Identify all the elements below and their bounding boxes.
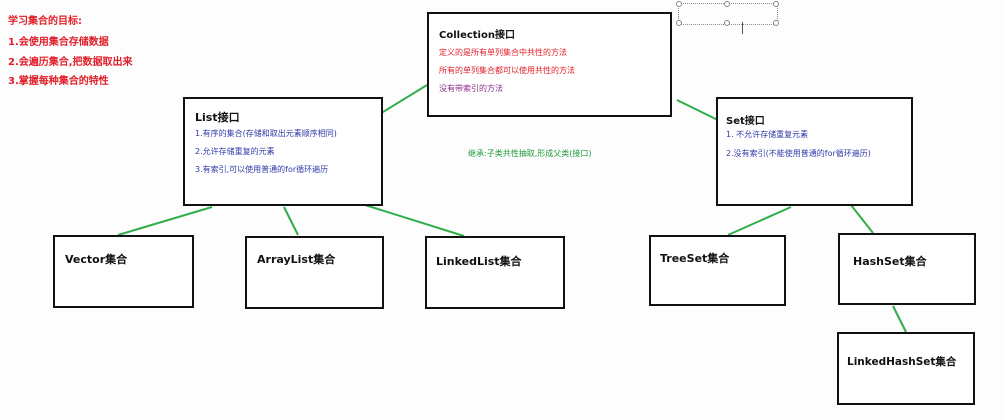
arraylist-label: ArrayList集合 [257, 253, 336, 266]
resize-handle-icon[interactable] [676, 20, 682, 26]
connector-set-hashset [850, 204, 874, 234]
hashset-label: HashSet集合 [853, 255, 927, 268]
goal-item-2: 2.会遍历集合,把数据取出来 [8, 57, 133, 68]
vector-box: Vector集合 [53, 235, 194, 308]
collection-line-2: 所有的单列集合都可以使用共性的方法 [439, 66, 575, 75]
text-cursor-icon [742, 22, 743, 34]
connector-list-vector [117, 206, 213, 236]
connector-list-linkedlist [364, 204, 465, 237]
collection-line-3: 没有带索引的方法 [439, 84, 503, 93]
connector-set-treeset [727, 206, 792, 236]
arraylist-box: ArrayList集合 [245, 236, 384, 309]
linkedhashset-label: LinkedHashSet集合 [847, 356, 957, 368]
list-interface-box: List接口 1.有序的集合(存储和取出元素顺序相同) 2.允许存储重复的元素 … [183, 97, 383, 206]
resize-handle-icon[interactable] [676, 1, 682, 7]
resize-handle-icon[interactable] [773, 1, 779, 7]
list-line-1: 1.有序的集合(存储和取出元素顺序相同) [195, 129, 337, 138]
connector-hashset-linkedhashset [892, 305, 907, 333]
goal-item-3: 3.掌握每种集合的特性 [8, 76, 109, 87]
hashset-box: HashSet集合 [838, 233, 976, 305]
linkedhashset-box: LinkedHashSet集合 [837, 332, 975, 405]
resize-handle-icon[interactable] [724, 20, 730, 26]
goals-title: 学习集合的目标: [8, 16, 82, 27]
collection-title: Collection接口 [439, 30, 515, 41]
goal-item-1: 1.会使用集合存储数据 [8, 37, 109, 48]
collection-line-1: 定义的是所有单列集合中共性的方法 [439, 48, 567, 57]
set-line-2: 2.没有索引(不能使用普通的for循环遍历) [726, 149, 871, 158]
set-title: Set接口 [726, 116, 765, 127]
vector-label: Vector集合 [65, 253, 128, 266]
set-line-1: 1. 不允许存储重复元素 [726, 130, 809, 139]
set-interface-box: Set接口 1. 不允许存储重复元素 2.没有索引(不能使用普通的for循环遍历… [716, 97, 913, 206]
list-line-2: 2.允许存储重复的元素 [195, 147, 275, 156]
list-title: List接口 [195, 111, 240, 124]
collection-box: Collection接口 定义的是所有单列集合中共性的方法 所有的单列集合都可以… [427, 12, 672, 117]
inheritance-note: 继承:子类共性抽取,形成父类(接口) [468, 149, 592, 158]
treeset-box: TreeSet集合 [649, 235, 786, 306]
linkedlist-box: LinkedList集合 [425, 236, 565, 309]
resize-handle-icon[interactable] [724, 1, 730, 7]
treeset-label: TreeSet集合 [660, 252, 730, 265]
linkedlist-label: LinkedList集合 [436, 255, 522, 268]
resize-handle-icon[interactable] [773, 20, 779, 26]
list-line-3: 3.有索引,可以使用普通的for循环遍历 [195, 165, 329, 174]
connector-list-arraylist [283, 206, 299, 236]
